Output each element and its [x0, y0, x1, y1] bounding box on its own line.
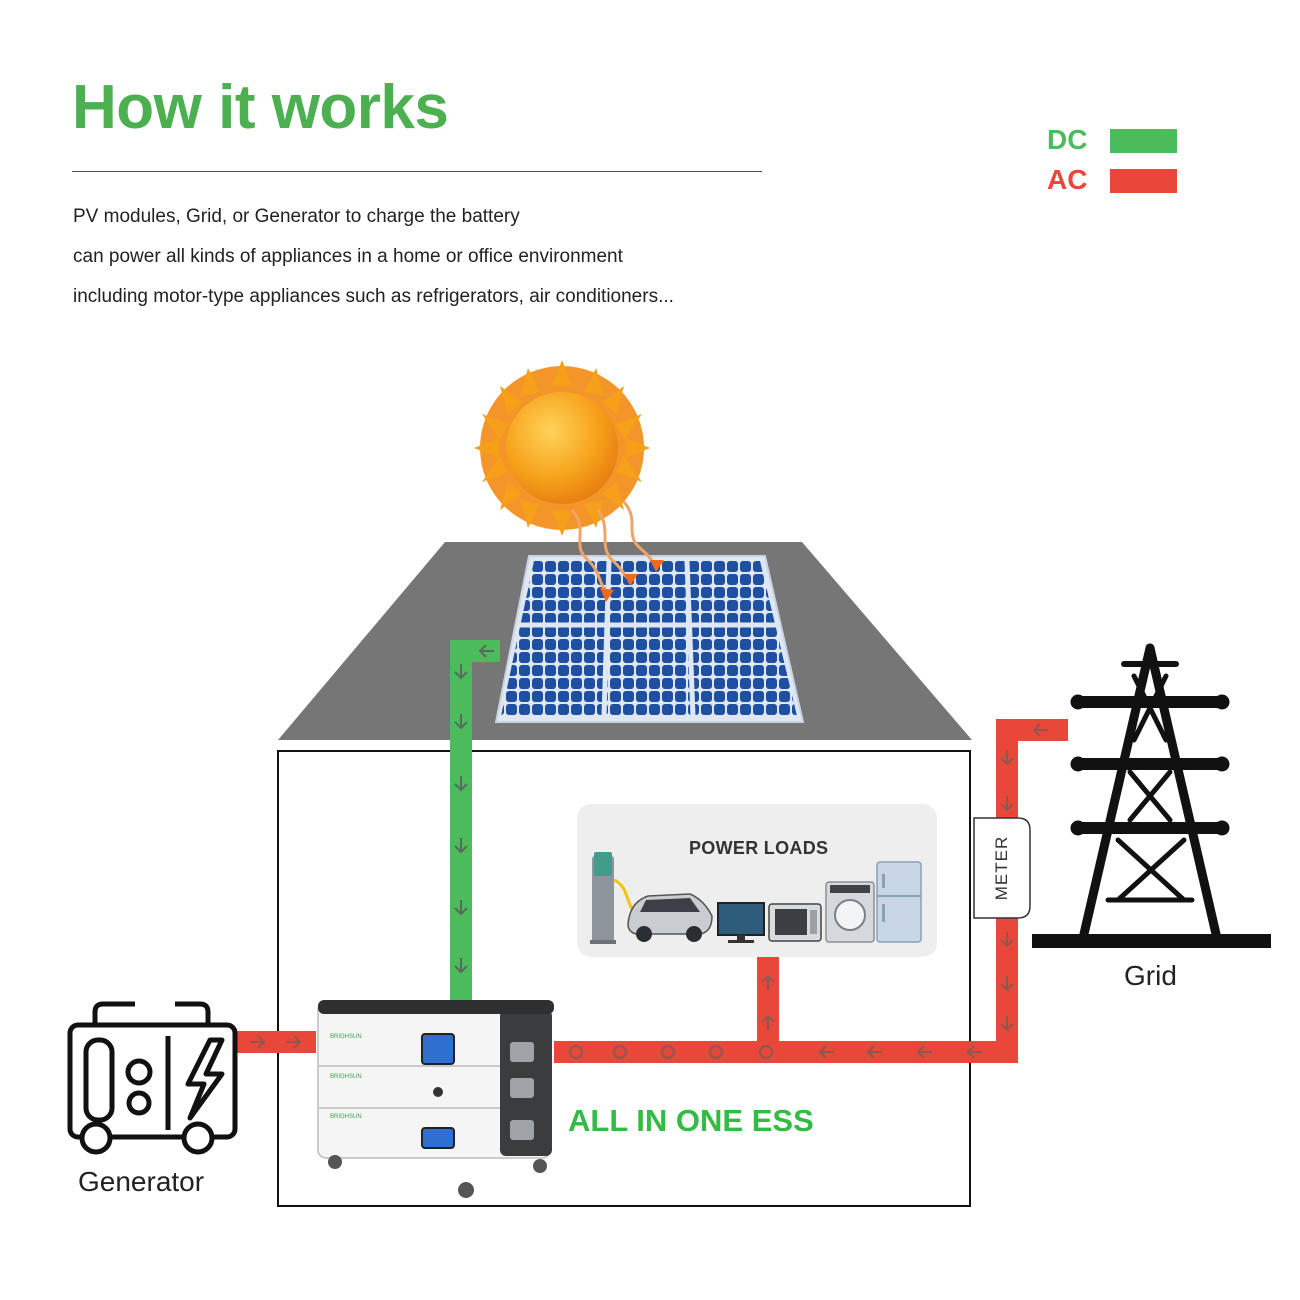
description-line-3: including motor-type appliances such as …: [73, 286, 674, 307]
house-frame: [277, 750, 971, 1207]
title-divider: [72, 171, 762, 172]
microwave-icon: [768, 903, 822, 942]
legend-swatch-dc: [1110, 129, 1177, 153]
legend-item-dc: DC: [1040, 122, 1190, 162]
refrigerator-icon: [876, 861, 922, 943]
generator-label: Generator: [78, 1166, 205, 1197]
ray-arrowheads: [600, 560, 664, 602]
meter-label: METER: [992, 835, 1011, 901]
legend-label-ac: AC: [1047, 164, 1088, 195]
grid-label: Grid: [1124, 960, 1177, 991]
dc-line: [450, 640, 500, 1005]
legend-item-ac: AC: [1040, 162, 1190, 202]
ess-label: ALL IN ONE ESS: [568, 1103, 814, 1138]
legend-swatch-ac: [1110, 169, 1177, 193]
battery-brand-3: BRIGHSUN: [330, 1114, 362, 1120]
car-icon: [627, 893, 713, 942]
description: PV modules, Grid, or Generator to charge…: [73, 197, 674, 317]
transmission-tower-icon: [1032, 643, 1271, 948]
ac-arrows: [250, 723, 1048, 1059]
power-loads-panel: [577, 804, 937, 957]
legend: DC AC: [1040, 122, 1190, 202]
generator-icon: [67, 1001, 238, 1155]
description-line-1: PV modules, Grid, or Generator to charge…: [73, 206, 520, 227]
description-line-2: can power all kinds of appliances in a h…: [73, 246, 623, 267]
washing-machine-icon: [825, 881, 875, 943]
power-loads-label: POWER LOADS: [689, 838, 829, 858]
battery-brand-1: BRIGHSUN: [330, 1034, 362, 1040]
page-title: How it works: [72, 73, 449, 142]
battery-ess: BRIGHSUN BRIGHSUN BRIGHSUN: [317, 1000, 554, 1198]
tv-icon: [717, 902, 765, 943]
sun-icon: [474, 360, 650, 536]
meter-box: [973, 817, 1031, 919]
solar-panel: [494, 555, 805, 723]
battery-brand-2: BRIGHSUN: [330, 1074, 362, 1080]
legend-label-dc: DC: [1047, 124, 1088, 155]
